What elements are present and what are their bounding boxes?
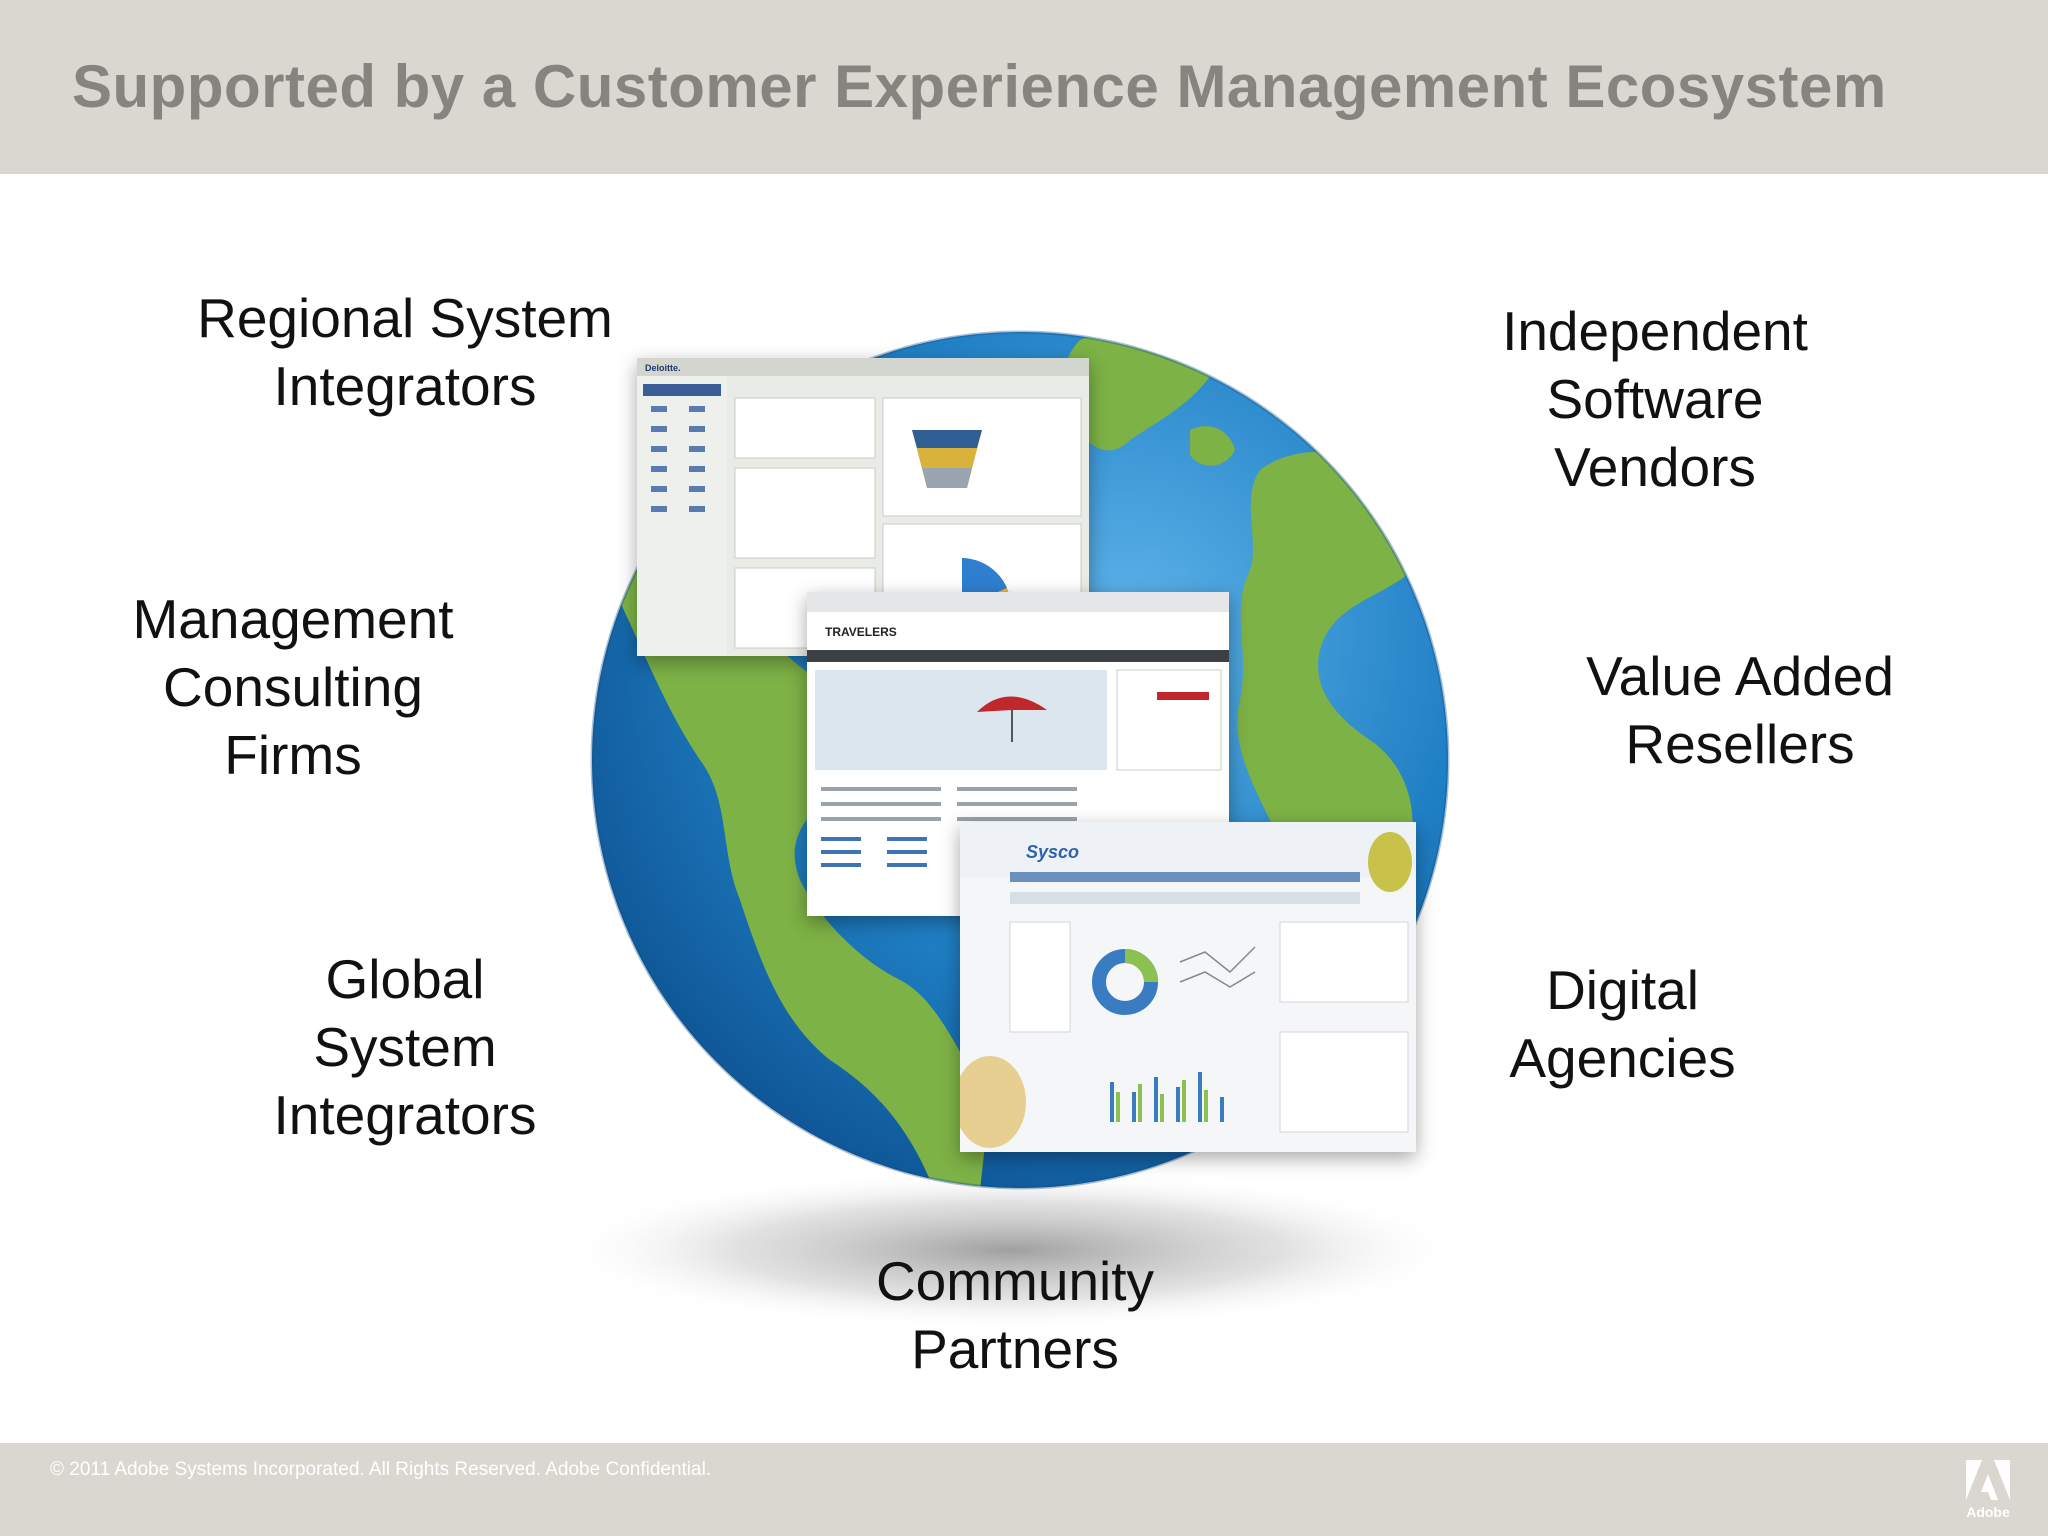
globe-land-island <box>1190 426 1235 466</box>
sysco-analytics-screenshot: Sysco <box>960 822 1416 1152</box>
label-line: Vendors <box>1554 436 1756 498</box>
label-independent-software-vendors: Independent Software Vendors <box>1475 297 1835 501</box>
label-line: Agencies <box>1509 1027 1736 1089</box>
label-line: Integrators <box>273 355 537 417</box>
footer-bar <box>0 1443 2048 1536</box>
label-line: Partners <box>911 1318 1119 1380</box>
svg-text:Sysco: Sysco <box>1026 842 1079 862</box>
adobe-logo-icon <box>1966 1460 2010 1500</box>
label-line: Independent <box>1502 300 1808 362</box>
copyright-text: © 2011 Adobe Systems Incorporated. All R… <box>50 1459 712 1480</box>
label-line: Consulting <box>163 656 423 718</box>
label-line: System <box>313 1016 497 1078</box>
sysco-analytics-graphic: Sysco <box>960 822 1416 1148</box>
globe-shadow <box>550 1170 1470 1330</box>
globe-illustration: Deloitte. TRAVELERS <box>550 330 1470 1330</box>
label-value-added-resellers: Value Added Resellers <box>1560 642 1920 778</box>
header-bar <box>0 0 2048 174</box>
label-community-partners: Community Partners <box>855 1247 1175 1383</box>
label-line: Global <box>325 948 485 1010</box>
label-line: Regional System <box>197 287 613 349</box>
label-line: Community <box>875 1250 1155 1312</box>
label-line: Value Added <box>1586 645 1894 707</box>
adobe-logo: Adobe <box>1964 1458 2012 1522</box>
label-line: Integrators <box>273 1084 537 1146</box>
slide-title: Supported by a Customer Experience Manag… <box>72 53 1887 120</box>
svg-text:Deloitte.: Deloitte. <box>645 363 681 373</box>
adobe-logo-text: Adobe <box>1966 1504 2010 1520</box>
label-digital-agencies: Digital Agencies <box>1480 956 1765 1092</box>
globe-land-west <box>600 540 990 1188</box>
label-line: Firms <box>224 724 362 786</box>
label-line: Software <box>1546 368 1764 430</box>
label-regional-system-integrators: Regional System Integrators <box>190 284 620 420</box>
label-line: Management <box>132 588 454 650</box>
travelers-website-graphic: TRAVELERS <box>807 592 1229 867</box>
svg-text:TRAVELERS: TRAVELERS <box>825 625 897 639</box>
label-management-consulting-firms: Management Consulting Firms <box>113 585 473 789</box>
label-global-system-integrators: Global System Integrators <box>240 945 570 1149</box>
label-line: Resellers <box>1625 713 1855 775</box>
label-line: Digital <box>1546 959 1699 1021</box>
